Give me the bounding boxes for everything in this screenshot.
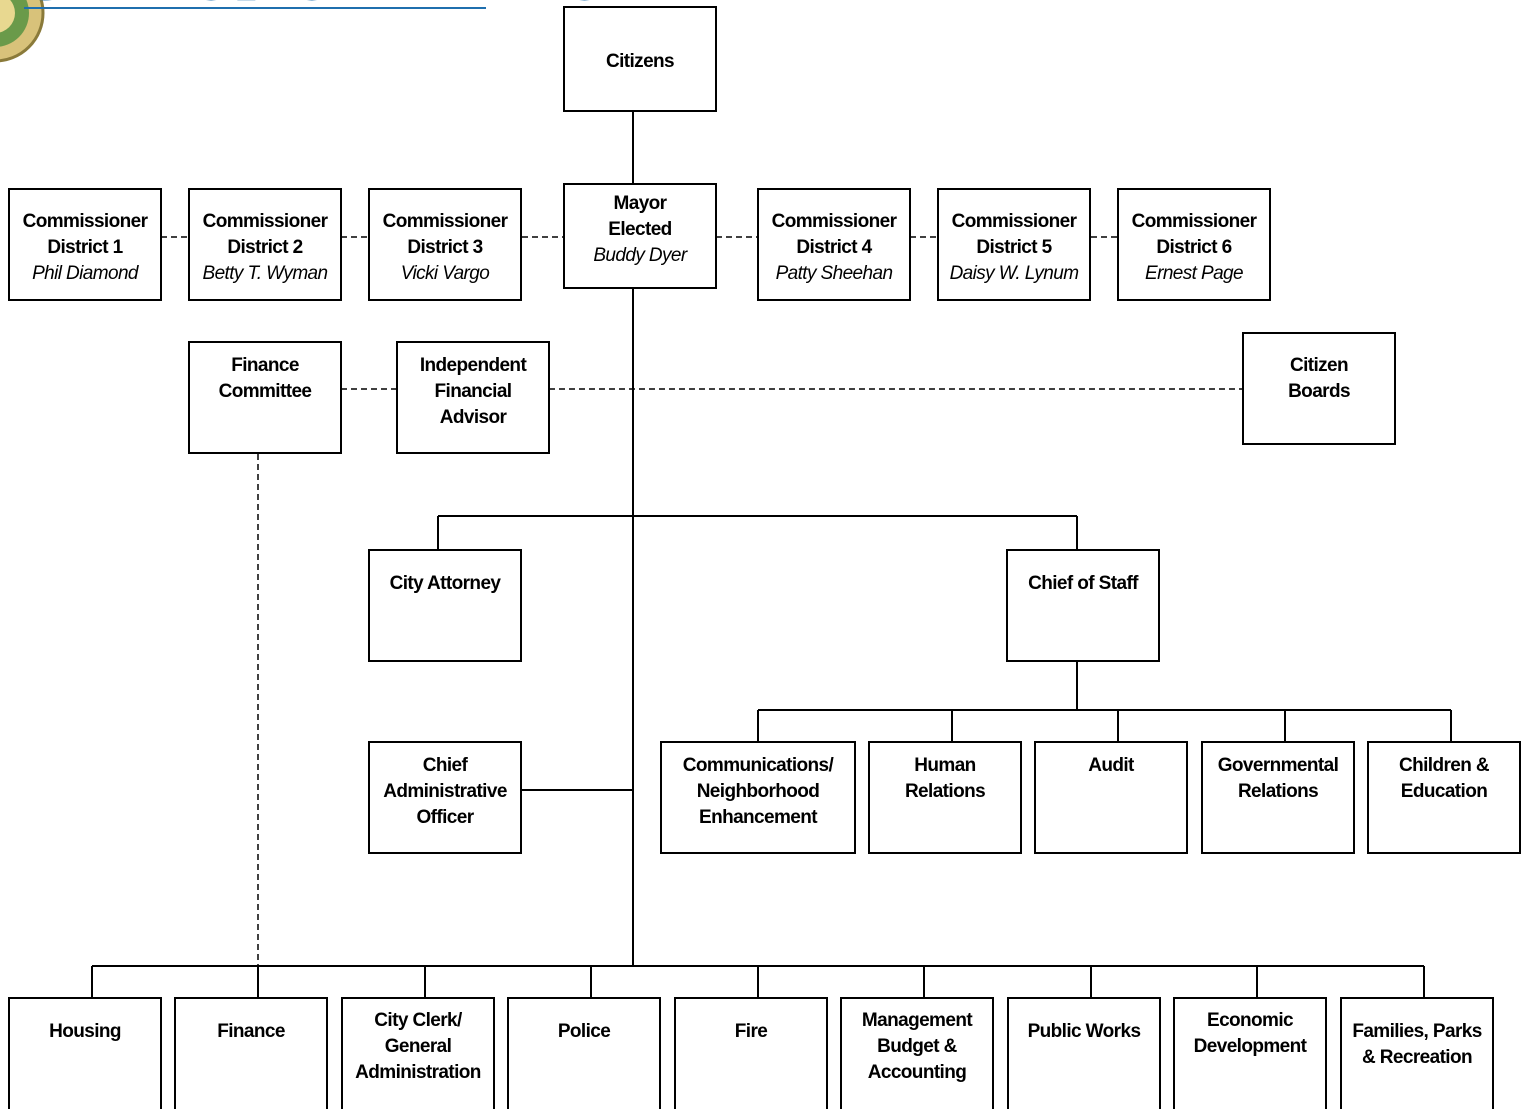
public-works-box: Public Works	[1007, 997, 1161, 1109]
commissioner-title: Commissioner	[22, 211, 148, 232]
commissioner-district-3-box: Commissioner District 3 Vicki Vargo	[368, 188, 522, 301]
box-label: Human	[914, 755, 976, 776]
box-label: Financial	[434, 381, 513, 402]
box-label: Chief	[422, 755, 468, 776]
commissioner-name: Daisy W. Lynum	[949, 263, 1079, 284]
fire-box: Fire	[674, 997, 828, 1109]
commissioner-title: Commissioner	[771, 211, 897, 232]
city-seal-icon	[0, 0, 45, 63]
commissioner-name: Ernest Page	[1145, 263, 1244, 284]
families-parks-recreation-box: Families, Parks & Recreation	[1340, 997, 1494, 1109]
box-label: Relations	[904, 781, 986, 802]
box-label: Police	[557, 1021, 611, 1042]
commissioner-district-6-box: Commissioner District 6 Ernest Page	[1117, 188, 1271, 301]
district-label: District 3	[407, 237, 483, 258]
audit-box: Audit	[1034, 741, 1188, 854]
box-label: Education	[1400, 781, 1488, 802]
box-label: Advisor	[439, 407, 507, 428]
box-label: Enhancement	[699, 807, 818, 828]
commissioner-district-5-box: Commissioner District 5 Daisy W. Lynum	[937, 188, 1091, 301]
box-label: Administration	[355, 1062, 481, 1083]
city-logo: CITY OF ORLANDO	[0, 0, 608, 63]
independent-financial-advisor-box: Independent Financial Advisor	[396, 341, 550, 454]
mayor-title: Mayor	[613, 193, 668, 214]
management-budget-accounting-box: Management Budget & Accounting	[840, 997, 994, 1109]
box-label: Relations	[1237, 781, 1319, 802]
citizens-label: Citizens	[605, 51, 675, 72]
commissioner-name: Betty T. Wyman	[202, 263, 329, 284]
box-label: Boards	[1288, 381, 1350, 402]
box-label: City Clerk/	[374, 1010, 462, 1031]
commissioner-district-1-box: Commissioner District 1 Phil Diamond	[8, 188, 162, 301]
commissioner-district-4-box: Commissioner District 4 Patty Sheehan	[757, 188, 911, 301]
district-label: District 4	[796, 237, 872, 258]
box-label: Economic	[1207, 1010, 1294, 1031]
economic-development-box: Economic Development	[1173, 997, 1327, 1109]
city-clerk-box: City Clerk/ General Administration	[341, 997, 495, 1109]
box-label: Officer	[416, 807, 474, 828]
chief-of-staff-box: Chief of Staff	[1006, 549, 1160, 662]
mayor-name: Buddy Dyer	[593, 245, 687, 266]
logo-underline	[24, 7, 486, 9]
chief-administrative-officer-box: Chief Administrative Officer	[368, 741, 522, 854]
police-box: Police	[507, 997, 661, 1109]
box-label: Public Works	[1027, 1021, 1141, 1042]
box-label: Governmental	[1217, 755, 1339, 776]
citizens-box: Citizens	[563, 6, 717, 112]
mayor-subtitle: Elected	[608, 219, 672, 240]
box-label: Independent	[419, 355, 527, 376]
box-label: Communications/	[682, 755, 834, 776]
citizen-boards-box: Citizen Boards	[1242, 332, 1396, 445]
district-label: District 5	[976, 237, 1052, 258]
box-label: Citizen	[1289, 355, 1349, 376]
city-attorney-box: City Attorney	[368, 549, 522, 662]
finance-box: Finance	[174, 997, 328, 1109]
communications-neighborhood-box: Communications/ Neighborhood Enhancement	[660, 741, 856, 854]
box-label: Fire	[734, 1021, 768, 1042]
commissioner-title: Commissioner	[382, 211, 508, 232]
governmental-relations-box: Governmental Relations	[1201, 741, 1355, 854]
box-label: Budget &	[877, 1036, 957, 1057]
district-label: District 6	[1156, 237, 1232, 258]
commissioner-title: Commissioner	[951, 211, 1077, 232]
commissioner-name: Patty Sheehan	[775, 263, 893, 284]
finance-committee-box: Finance Committee	[188, 341, 342, 454]
commissioner-title: Commissioner	[1131, 211, 1257, 232]
box-label: Accounting	[867, 1062, 967, 1083]
human-relations-box: Human Relations	[868, 741, 1022, 854]
box-label: City Attorney	[389, 573, 501, 594]
district-label: District 2	[227, 237, 303, 258]
box-label: Children &	[1398, 755, 1490, 776]
box-label: General	[384, 1036, 452, 1057]
box-label: Management	[861, 1010, 973, 1031]
box-label: Families, Parks	[1352, 1021, 1482, 1042]
mayor-box: Mayor Elected Buddy Dyer	[563, 183, 717, 289]
box-label: Finance	[231, 355, 299, 376]
commissioner-name: Vicki Vargo	[400, 263, 490, 284]
box-label: Committee	[218, 381, 312, 402]
box-label: Development	[1193, 1036, 1307, 1057]
commissioner-name: Phil Diamond	[32, 263, 138, 284]
box-label: Finance	[217, 1021, 285, 1042]
box-label: Housing	[49, 1021, 121, 1042]
district-label: District 1	[47, 237, 123, 258]
commissioner-title: Commissioner	[202, 211, 328, 232]
box-label: Neighborhood	[696, 781, 820, 802]
box-label: & Recreation	[1361, 1047, 1473, 1068]
children-education-box: Children & Education	[1367, 741, 1521, 854]
housing-box: Housing	[8, 997, 162, 1109]
box-label: Administrative	[383, 781, 507, 802]
box-label: Audit	[1088, 755, 1134, 776]
box-label: Chief of Staff	[1028, 573, 1138, 594]
commissioner-district-2-box: Commissioner District 2 Betty T. Wyman	[188, 188, 342, 301]
